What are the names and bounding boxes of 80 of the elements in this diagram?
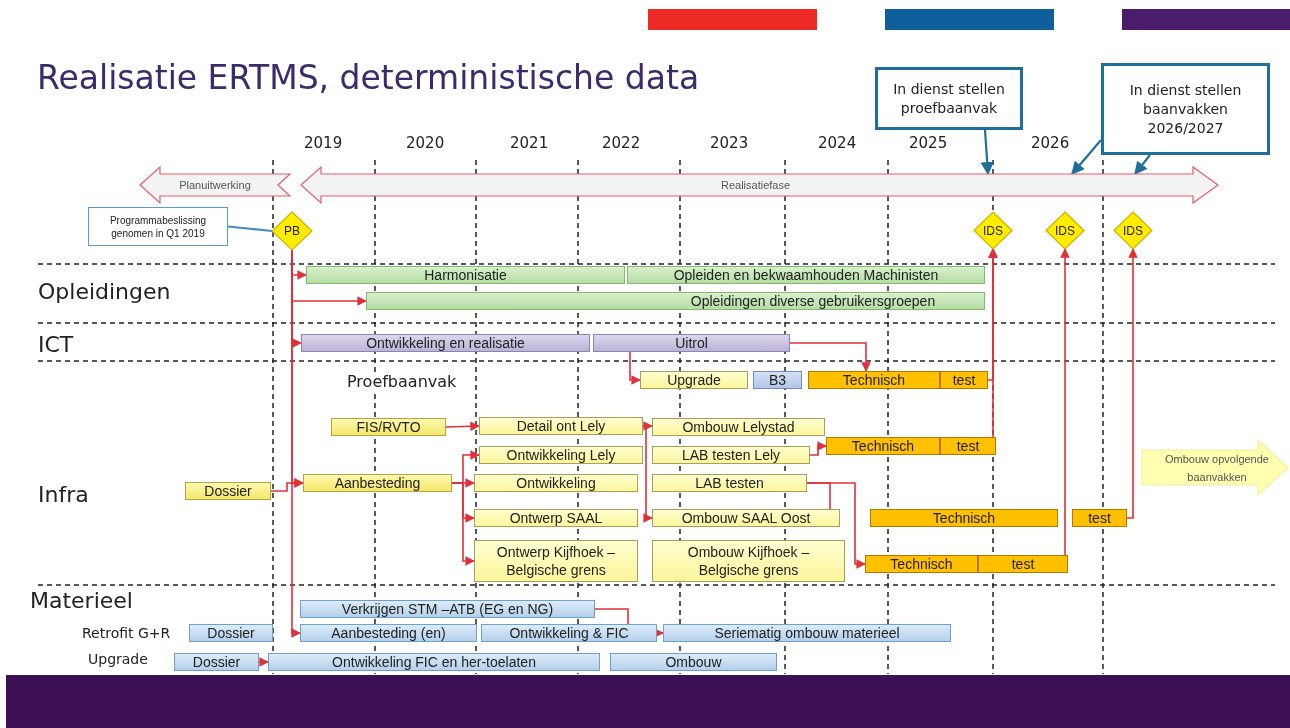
arrow	[988, 248, 998, 438]
task-bar: Dossier	[185, 482, 271, 500]
task-bar: Technisch	[870, 509, 1058, 527]
year-label: 2021	[510, 134, 549, 152]
arrow	[642, 425, 653, 523]
phase-band: Ombouw opvolgende baanvakken	[1142, 440, 1288, 495]
row-label: Materieel	[30, 588, 133, 613]
task-bar: Dossier	[189, 624, 273, 642]
arrow	[806, 482, 866, 569]
task-bar: test	[940, 371, 988, 389]
task-bar: Ontwikkeling & FIC	[481, 624, 657, 642]
task-bar: Ontwikkeling Lely	[479, 446, 643, 464]
task-bar: Upgrade	[640, 371, 748, 389]
milestone-diamond: IDS	[974, 212, 1012, 249]
task-bar: Opleidingen diverse gebruikersgroepen	[366, 292, 985, 310]
year-label: 2024	[818, 134, 857, 152]
arrow	[451, 482, 475, 566]
task-bar: Ontwikkeling FIC en her-toelaten	[268, 653, 600, 671]
task-bar: Ombouw Kijfhoek – Belgische grens	[652, 540, 845, 582]
task-bar: Verkrijgen STM –ATB (EG en NG)	[300, 600, 595, 618]
note-box: Programmabeslissing genomen in Q1 2019	[88, 207, 228, 246]
year-label: 2019	[304, 134, 343, 152]
task-bar: Ombouw	[610, 653, 777, 671]
row-label: Opleidingen	[38, 279, 171, 304]
task-bar: Harmonisatie	[306, 266, 625, 284]
arrow	[629, 351, 641, 385]
arrow	[270, 478, 304, 492]
arrow	[1134, 154, 1151, 176]
row-label: Upgrade	[88, 651, 148, 667]
arrow	[809, 441, 827, 456]
task-bar: Detail ont Lely	[479, 417, 643, 435]
arrow	[654, 628, 664, 638]
row-label: Retrofit G+R	[82, 625, 171, 641]
task-bar: Aanbesteding (en)	[300, 624, 477, 642]
arrow	[1071, 139, 1102, 175]
task-bar: Ontwikkeling en realisatie	[301, 334, 590, 352]
task-bar: B3	[753, 371, 802, 389]
task-bar: Ontwerp Kijfhoek – Belgische grens	[474, 540, 638, 582]
arrow	[1126, 248, 1138, 519]
task-bar: Ombouw Lelystad	[652, 418, 825, 436]
arrow	[1060, 248, 1070, 556]
connector-line	[594, 608, 629, 625]
year-label: 2022	[602, 134, 641, 152]
year-label: 2025	[909, 134, 948, 152]
task-bar: test	[978, 555, 1068, 573]
arrow	[980, 129, 994, 176]
year-label: 2023	[710, 134, 749, 152]
milestone-diamond: IDS	[1046, 212, 1084, 249]
callout-box: In dienst stellen proefbaanvak	[875, 67, 1023, 130]
phase-band: Planuitwerking	[140, 167, 290, 203]
task-bar: LAB testen	[652, 474, 807, 492]
milestone-diamond: PB	[272, 212, 312, 250]
milestone-diamond: IDS	[1114, 212, 1152, 249]
year-label: 2026	[1031, 134, 1070, 152]
task-bar: Aanbesteding	[303, 474, 452, 492]
row-label: ICT	[38, 332, 74, 357]
connector-line	[227, 225, 273, 233]
task-bar: test	[940, 437, 996, 455]
row-label: Infra	[38, 482, 89, 507]
task-bar: Ontwikkeling	[474, 474, 638, 492]
slide-title: Realisatie ERTMS, deterministische data	[37, 58, 700, 97]
arrow	[258, 657, 269, 667]
row-label: Proefbaanvak	[347, 372, 457, 391]
task-bar: Opleiden en bekwaamhouden Machinisten	[627, 266, 985, 284]
task-bar: Technisch	[865, 555, 978, 573]
arrow	[789, 342, 871, 372]
year-label: 2020	[406, 134, 445, 152]
arrow	[642, 421, 653, 431]
callout-box: In dienst stellen baanvakken 2026/2027	[1101, 63, 1270, 155]
task-bar: Technisch	[826, 437, 940, 455]
arrow	[445, 421, 480, 432]
task-bar: LAB testen Lely	[652, 446, 810, 464]
task-bar: Ombouw SAAL Oost	[652, 509, 840, 527]
task-bar: Technisch	[808, 371, 940, 389]
task-bar: Uitrol	[593, 334, 790, 352]
task-bar: Seriematig ombouw materieel	[663, 624, 951, 642]
task-bar: test	[1072, 509, 1127, 527]
task-bar: FIS/RVTO	[331, 418, 446, 436]
task-bar: Dossier	[174, 653, 259, 671]
task-bar: Ontwerp SAAL	[474, 509, 638, 527]
